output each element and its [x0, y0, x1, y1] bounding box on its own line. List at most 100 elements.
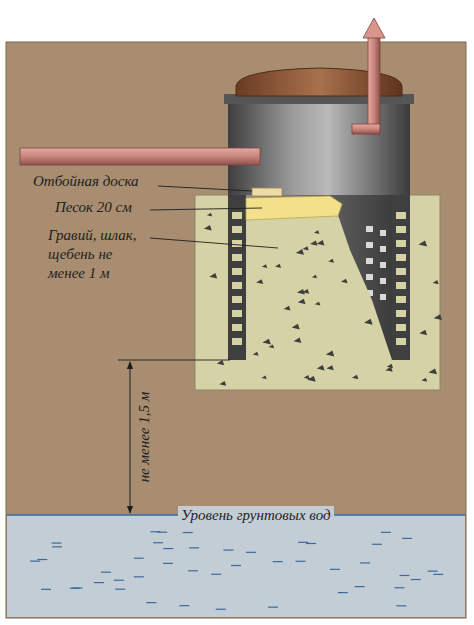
splash-board [252, 188, 282, 196]
perforation [380, 278, 386, 284]
perforation [396, 296, 406, 303]
gravel-stone [385, 367, 392, 372]
water-dash [146, 602, 156, 603]
water-dash [134, 576, 144, 577]
gravel-stone [284, 306, 291, 311]
water-dash [153, 542, 163, 543]
gravel-stone [262, 339, 271, 345]
perforation [232, 338, 242, 345]
water-dash [216, 609, 226, 610]
perforation [396, 324, 406, 331]
gravel-stone [268, 344, 274, 348]
perforation [232, 296, 242, 303]
perforation [380, 246, 386, 252]
gravel-stone [419, 330, 427, 335]
perforation [396, 310, 406, 317]
gravel-stone [256, 279, 263, 284]
gravel-stone [310, 240, 318, 245]
well-ring-upper [228, 100, 410, 195]
label-position: не менее 1,5 м [135, 392, 154, 483]
water-dash [306, 543, 316, 544]
part-label: Отбойная доска [33, 172, 139, 191]
water-level-label: Уровень грунтовых вод [178, 506, 334, 525]
gravel-fill [246, 215, 392, 360]
water-dash [246, 552, 256, 553]
gravel-stone [326, 365, 333, 370]
water-dash [30, 561, 40, 562]
gravel-stone [428, 368, 437, 374]
perforation [396, 254, 406, 261]
water-dash [52, 546, 62, 547]
perforation [232, 310, 242, 317]
gravel-stone [422, 378, 428, 382]
well-interior [246, 195, 392, 360]
water-dash [394, 587, 404, 588]
gravel-stone [317, 365, 325, 370]
label-position: Гравий, шлак, щебень не менее 1 м [48, 226, 146, 283]
water-dash [433, 574, 443, 575]
label-position: Отбойная доска [33, 172, 139, 191]
gravel-stone [307, 376, 316, 382]
water-dash [273, 561, 283, 562]
water-dash [183, 532, 193, 533]
gravel-stone [304, 375, 310, 379]
water-dash [360, 562, 370, 563]
water-dash [223, 549, 233, 550]
water-dash [372, 544, 382, 545]
water-dash [115, 589, 125, 590]
water-dash [134, 558, 144, 559]
label-position: Уровень грунтовых вод [178, 506, 334, 525]
perforation [232, 282, 242, 289]
ground [6, 42, 466, 618]
gravel-stone [418, 240, 427, 246]
perforation [396, 282, 406, 289]
water-dash [163, 563, 173, 564]
perforation [232, 254, 242, 261]
perforation [366, 242, 373, 248]
inlet-pipe [20, 148, 260, 165]
vent-pipe [368, 36, 380, 134]
gravel-stone [326, 351, 334, 357]
filter-backfill [195, 195, 440, 390]
perforation [396, 338, 406, 345]
vent-pipe-bend [352, 124, 380, 134]
gravel-stone [314, 230, 319, 234]
perforation [232, 240, 242, 247]
water-dash [188, 570, 198, 571]
water-dash [330, 569, 340, 570]
water-dash [411, 579, 421, 580]
water-dash [52, 542, 62, 543]
gravel-stone [341, 279, 348, 284]
water-dash [428, 571, 438, 572]
perforation [380, 262, 386, 268]
gravel-stone [317, 240, 325, 245]
water-dash [399, 575, 409, 576]
perforation [380, 230, 386, 236]
gravel-stone [297, 289, 305, 294]
gravel-stone [294, 338, 302, 343]
water-dash [338, 592, 348, 593]
water-dash [211, 574, 221, 575]
water-dash [298, 542, 308, 543]
leader-line [158, 186, 252, 191]
water-dashes [30, 532, 443, 610]
gravel-stone [433, 280, 439, 284]
gravel-stone [434, 314, 442, 320]
gravel-stone [204, 225, 212, 231]
water-dash [355, 586, 365, 587]
vent-cap [363, 18, 385, 38]
leader-line [150, 208, 262, 210]
label-position: Песок 20 см [55, 198, 132, 217]
gravel-stone [364, 319, 373, 325]
perforation [366, 274, 373, 280]
water-dash [179, 605, 189, 606]
dimension-extension [118, 360, 230, 361]
perforation [232, 226, 242, 233]
part-label: Гравий, шлак, щебень не менее 1 м [48, 226, 146, 283]
water-dash [268, 607, 278, 608]
dimension-line [130, 362, 131, 513]
gravel-stone [296, 249, 304, 255]
groundwater [7, 515, 465, 617]
water-dash [402, 538, 412, 539]
